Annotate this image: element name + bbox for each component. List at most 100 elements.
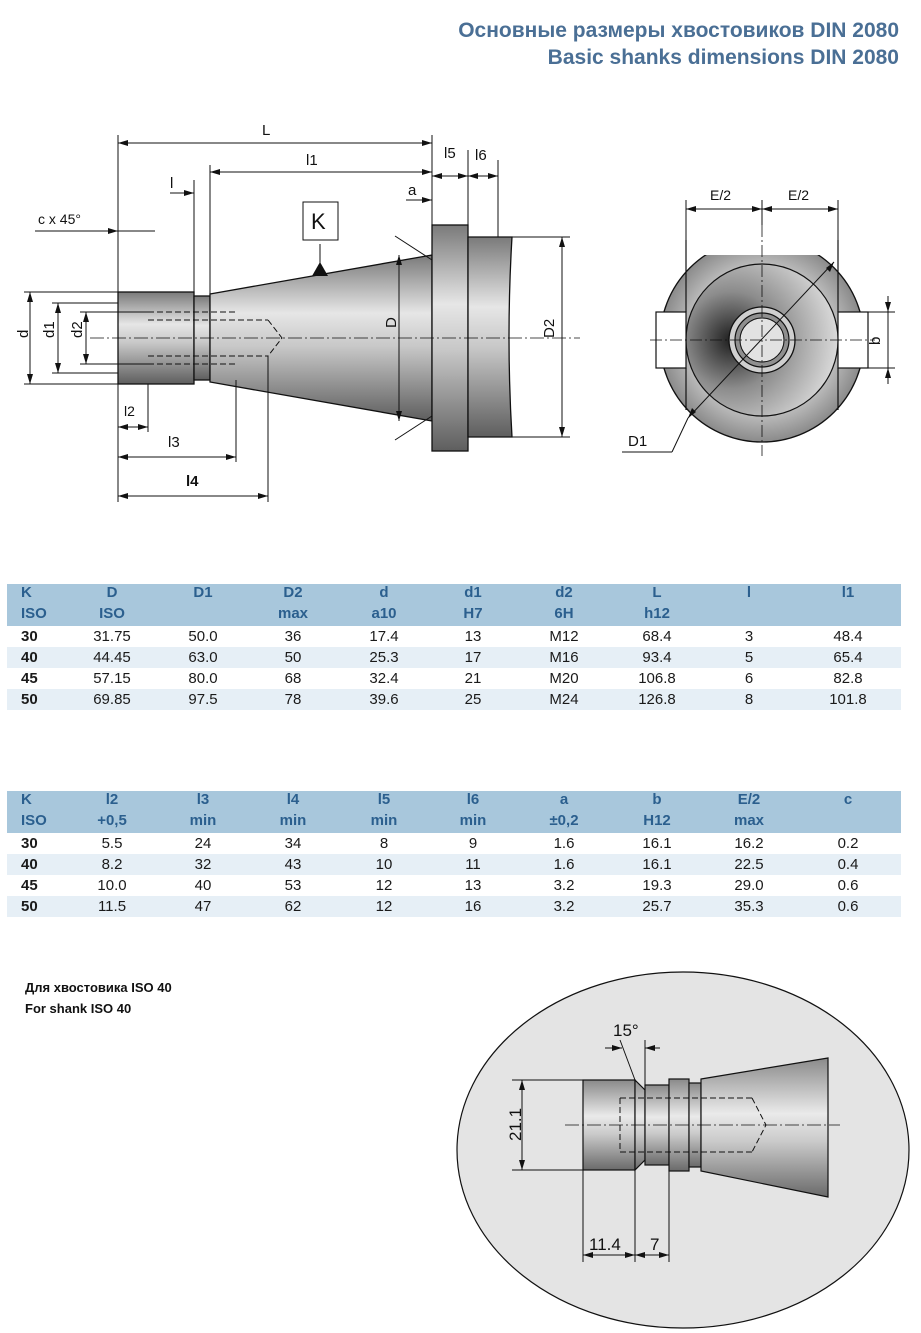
- label-K: K: [311, 209, 326, 234]
- table-cell: 126.8: [638, 691, 676, 708]
- table-cell: 47: [194, 898, 212, 915]
- table-cell: 25.7: [642, 898, 672, 915]
- table-cell: 13: [464, 877, 482, 894]
- label-d1: d1: [41, 321, 58, 338]
- table-cell: 32: [194, 856, 212, 873]
- table-cell: 0.4: [837, 856, 859, 873]
- table-2-header-cell: +0,5: [97, 812, 127, 829]
- label-l2: l2: [124, 403, 135, 419]
- table-cell: 36: [284, 628, 302, 645]
- table-cell: 97.5: [188, 691, 218, 708]
- table-cell: 50: [21, 691, 38, 708]
- table-cell: 30: [21, 628, 38, 645]
- table-cell: 50: [21, 898, 38, 915]
- table-2-header-cell: E/2: [737, 791, 761, 808]
- label-D2: D2: [541, 319, 558, 338]
- table-cell: 30: [21, 835, 38, 852]
- table-1-header-cell: d: [379, 584, 389, 601]
- table-cell: 8.2: [101, 856, 123, 873]
- label-l3: l3: [168, 434, 180, 451]
- table-2-header-cell: b: [652, 791, 662, 808]
- label-c: c x 45°: [38, 211, 81, 227]
- table-cell: 40: [21, 649, 38, 666]
- label-a: a: [408, 182, 417, 199]
- table-cell: 57.15: [93, 670, 131, 687]
- table-2-header-cell: H12: [643, 812, 671, 829]
- detail-diameter: 21.1: [506, 1108, 525, 1141]
- table-1-header-cell: D2: [283, 584, 303, 601]
- table-cell: 16.2: [734, 835, 764, 852]
- table-cell: 10: [375, 856, 393, 873]
- table-2-header-cell: max: [733, 812, 765, 829]
- table-cell: 40: [194, 877, 212, 894]
- table-cell: 78: [284, 691, 302, 708]
- table-cell: 50.0: [188, 628, 218, 645]
- table-cell: 17: [464, 649, 482, 666]
- table-cell: 3: [744, 628, 754, 645]
- table-cell: 106.8: [638, 670, 676, 687]
- table-cell: 11.5: [97, 898, 127, 915]
- table-cell: 82.8: [833, 670, 863, 687]
- label-l: l: [170, 175, 173, 192]
- table-cell: 22.5: [734, 856, 764, 873]
- table-cell: 19.3: [642, 877, 672, 894]
- table-2-header-cell: min: [459, 812, 487, 829]
- table-cell: 16.1: [642, 856, 672, 873]
- table-1-header-cell: K: [21, 584, 32, 601]
- table-cell: 101.8: [829, 691, 867, 708]
- table-2-header-cell: min: [279, 812, 307, 829]
- table-1-header-cell: d1: [464, 584, 482, 601]
- table-cell: 8: [744, 691, 754, 708]
- note-en: For shank ISO 40: [25, 1001, 132, 1016]
- table-1-header-cell: ISO: [99, 605, 125, 622]
- label-E2-right: E/2: [788, 187, 809, 203]
- table-cell: 5.5: [101, 835, 123, 852]
- table-1-header-cell: max: [277, 605, 309, 622]
- table-cell: 3.2: [553, 877, 575, 894]
- table-cell: 50: [284, 649, 302, 666]
- label-D: D: [383, 317, 400, 328]
- end-view-drawing: E/2 E/2 b D1: [622, 187, 895, 456]
- table-1-header-cell: ISO: [21, 605, 47, 622]
- title-en: Basic shanks dimensions DIN 2080: [547, 46, 899, 69]
- table-cell: 25: [464, 691, 482, 708]
- table-cell: 35.3: [734, 898, 764, 915]
- table-cell: 21: [464, 670, 482, 687]
- table-cell: 8: [379, 835, 389, 852]
- table-2-header-cell: min: [189, 812, 217, 829]
- table-2-header-cell: l4: [286, 791, 300, 808]
- table-cell: 10.0: [97, 877, 127, 894]
- table-1-header-cell: a10: [371, 605, 397, 622]
- table-cell: 9: [468, 835, 478, 852]
- table-cell: 62: [284, 898, 302, 915]
- table-cell: 31.75: [93, 628, 131, 645]
- table-cell: 32.4: [369, 670, 399, 687]
- table-cell: 44.45: [93, 649, 131, 666]
- note-ru: Для хвостовика ISO 40: [25, 980, 172, 995]
- table-2-header-cell: l5: [377, 791, 391, 808]
- label-d: d: [15, 330, 32, 338]
- table-1-header-cell: H7: [463, 605, 483, 622]
- table-cell: 25.3: [369, 649, 399, 666]
- table-cell: 11: [465, 856, 481, 873]
- table-cell: M24: [549, 691, 579, 708]
- table-cell: 80.0: [188, 670, 218, 687]
- table-cell: 34: [284, 835, 302, 852]
- side-view-drawing: L l1 l c x 45° K a l5 l6 d d1 d2 D D2 l2…: [15, 122, 580, 502]
- table-cell: 5: [744, 649, 754, 666]
- detail-angle: 15°: [613, 1021, 639, 1040]
- table-cell: 29.0: [734, 877, 764, 894]
- label-d2: d2: [69, 321, 86, 338]
- table-2-header-cell: a: [559, 791, 569, 808]
